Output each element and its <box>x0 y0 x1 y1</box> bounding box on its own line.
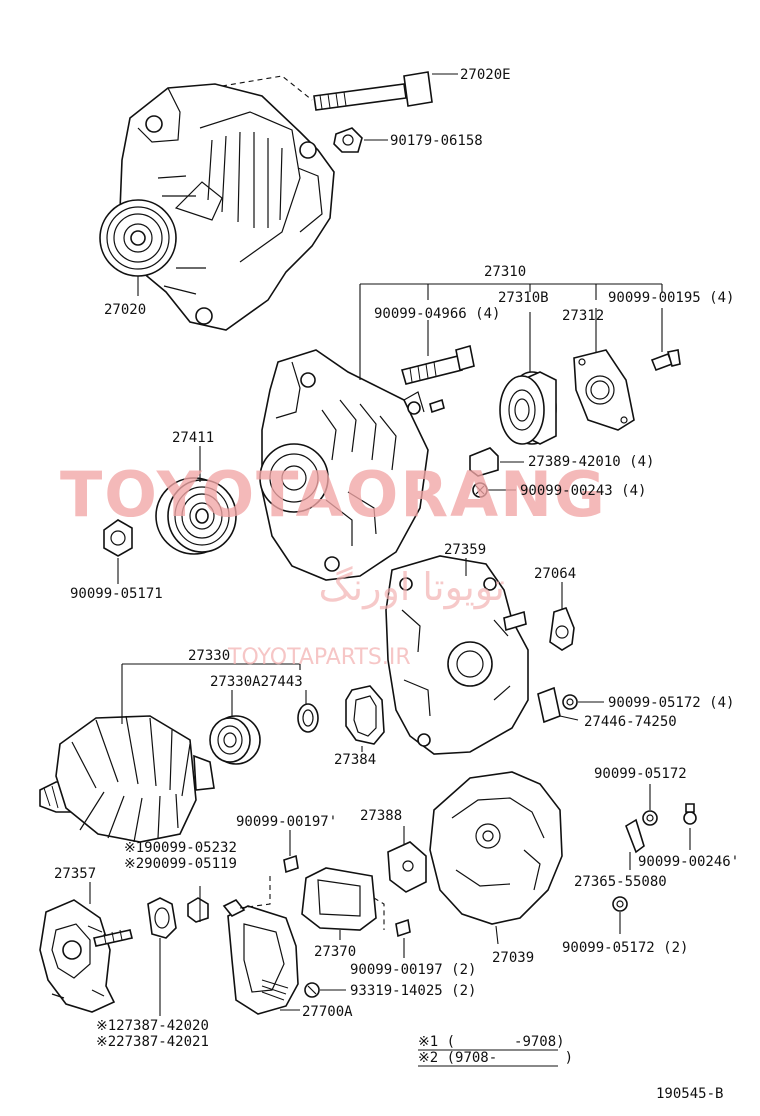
label-90099-04966: 90099-04966 (4) <box>374 306 500 322</box>
label-90099-05172-2: 90099-05172 (2) <box>562 940 688 956</box>
label-27064: 27064 <box>534 566 576 582</box>
label-27330A27443: 27330A27443 <box>210 674 303 690</box>
holder-27388-drawing <box>387 841 427 893</box>
label-27370: 27370 <box>314 944 356 960</box>
watermark-persian: تویوتا اورنگ <box>319 565 506 610</box>
label-90099-00197-upper: 90099-00197' <box>236 814 337 830</box>
screw-90099-00243-drawing <box>472 482 488 498</box>
screw-90099-00197-upper-drawing <box>239 854 299 909</box>
insulator-spacer-drawing <box>549 607 575 651</box>
label-note-2-lower: ※227387-42021 <box>96 1034 209 1050</box>
label-90099-05171: 90099-05171 <box>70 586 163 602</box>
pulley-nut-drawing <box>103 519 133 557</box>
legend-row-2: ※2 (9708- ) <box>418 1050 573 1066</box>
rotor-bearing-drawing <box>209 715 261 765</box>
label-note-2-upper: ※290099-05119 <box>124 856 237 872</box>
screw-90099-00197-lower-drawing <box>395 918 411 938</box>
label-27384: 27384 <box>334 752 376 768</box>
alternator-assembly-drawing <box>99 83 335 331</box>
screw-90099-00195-drawing <box>650 349 681 372</box>
label-93319-14025: 93319-14025 (2) <box>350 983 476 999</box>
legend-row-1: ※1 ( -9708) <box>418 1034 565 1050</box>
rectifier-end-frame-drawing <box>385 555 529 755</box>
pulley-drawing <box>155 477 237 555</box>
brush-holder-parts-drawing <box>147 897 209 939</box>
label-27310: 27310 <box>484 264 526 280</box>
label-90099-00195: 90099-00195 (4) <box>608 290 734 306</box>
rubber-ring-drawing <box>345 685 385 745</box>
legend: ※1 ( -9708) ※2 (9708- ) <box>418 1034 573 1066</box>
insulator-clip-drawing <box>469 447 499 477</box>
label-27330: 27330 <box>188 648 230 664</box>
label-27312: 27312 <box>562 308 604 324</box>
rear-end-cover-drawing <box>429 771 563 925</box>
label-note-1-lower: ※127387-42020 <box>96 1018 209 1034</box>
watermark-site: TOYOTAPARTS.IR <box>227 645 411 670</box>
terminal-and-nuts-drawing <box>612 803 697 912</box>
part-labels: 27020E 90179-06158 27020 27310 90099-049… <box>54 67 739 1050</box>
brush-holder-drawing <box>301 867 385 931</box>
label-27446-74250: 27446-74250 <box>584 714 677 730</box>
label-90099-05172-4: 90099-05172 (4) <box>608 695 734 711</box>
label-90099-00197-lower: 90099-00197 (2) <box>350 962 476 978</box>
leader-lines <box>89 73 691 1067</box>
stud-bolt-drawing <box>401 344 475 385</box>
label-27039: 27039 <box>492 950 534 966</box>
label-27020: 27020 <box>104 302 146 318</box>
label-90099-00246: 90099-00246' <box>638 854 739 870</box>
retainer-plate-drawing <box>573 349 635 431</box>
drive-end-frame-drawing <box>259 349 445 581</box>
bearing-cover-ring-drawing <box>297 703 319 733</box>
label-note-1-upper: ※190099-05232 <box>124 840 237 856</box>
nut-90179-drawing <box>333 127 363 153</box>
voltage-regulator-drawing <box>222 898 299 1015</box>
label-27359: 27359 <box>444 542 486 558</box>
label-27357: 27357 <box>54 866 96 882</box>
bearing-27310b-drawing <box>499 371 557 445</box>
through-bolt-drawing <box>221 71 433 111</box>
rotor-drawing <box>39 715 215 843</box>
terminal-insulator-drawing <box>537 686 561 724</box>
label-27700A: 27700A <box>302 1004 353 1020</box>
rectifier-holder-drawing <box>39 899 133 1013</box>
label-27411: 27411 <box>172 430 214 446</box>
diagram-id: 190545-B <box>656 1086 723 1102</box>
label-90179-06158: 90179-06158 <box>390 133 483 149</box>
label-90099-00243: 90099-00243 (4) <box>520 483 646 499</box>
screw-93319-drawing <box>304 982 320 998</box>
label-27365-55080: 27365-55080 <box>574 874 667 890</box>
label-90099-05172: 90099-05172 <box>594 766 687 782</box>
label-27310B: 27310B <box>498 290 549 306</box>
nut-90099-05172-4-drawing <box>562 694 578 710</box>
label-27389-42010: 27389-42010 (4) <box>528 454 654 470</box>
watermark-brand: TOYOTAORANG <box>60 458 607 531</box>
label-27388: 27388 <box>360 808 402 824</box>
label-27020E: 27020E <box>460 67 511 83</box>
